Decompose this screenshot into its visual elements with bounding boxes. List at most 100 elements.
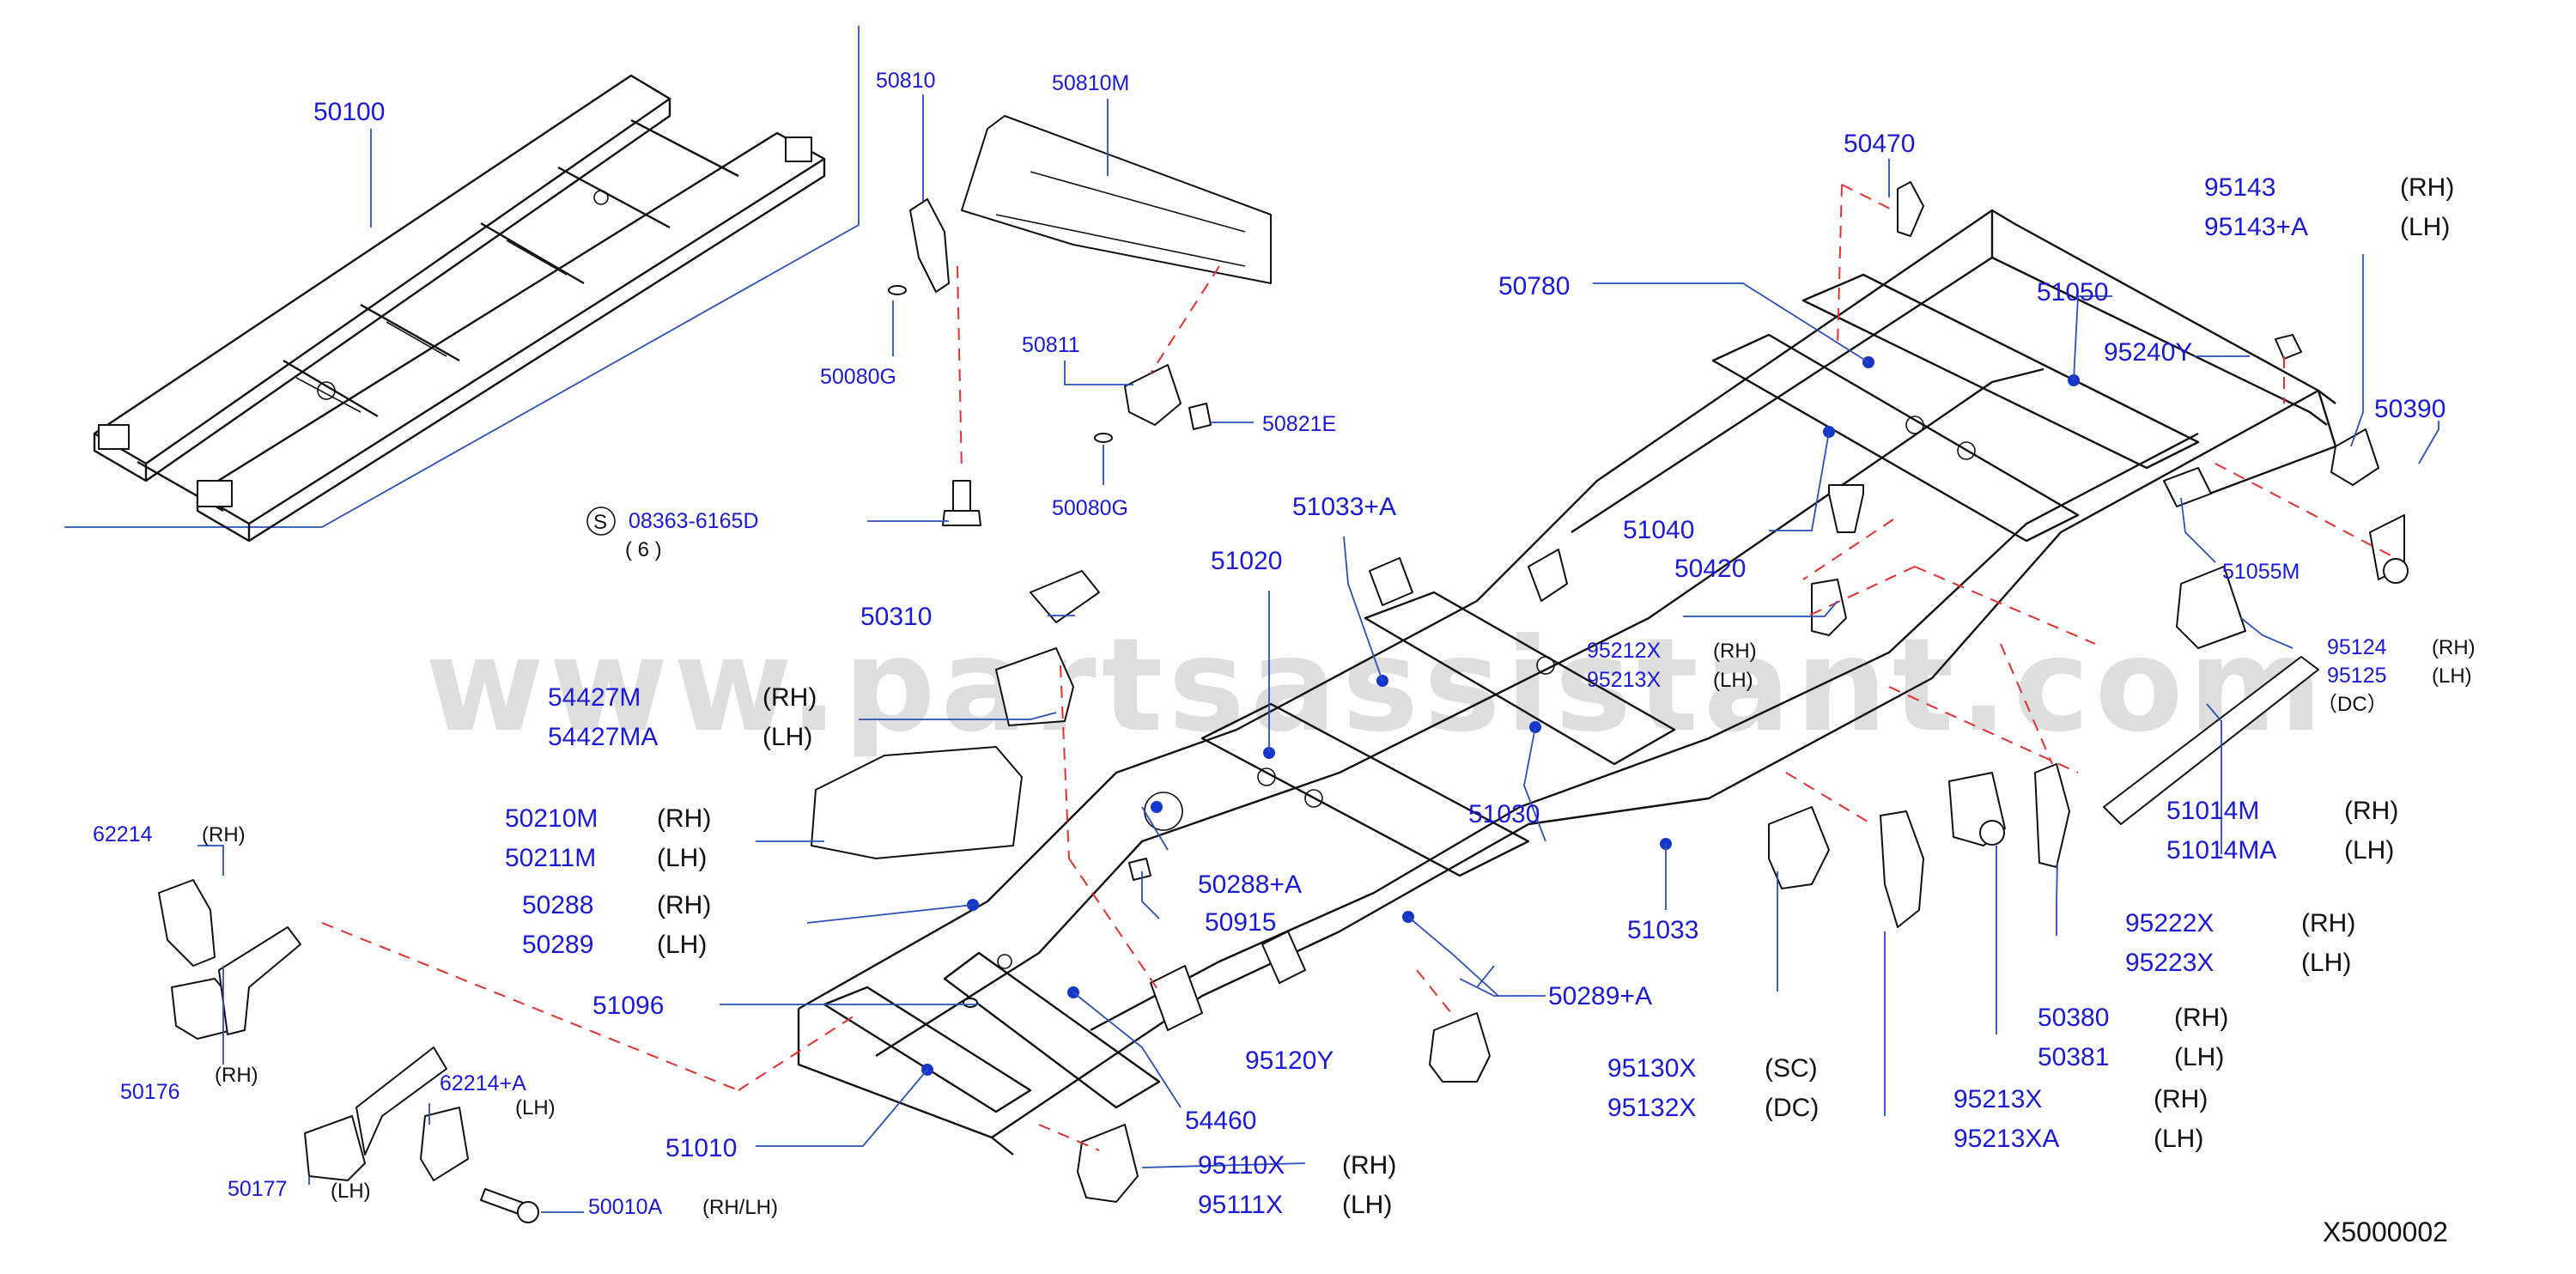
- inset-frame-drawing: [93, 74, 826, 543]
- separate-parts-drawing: [158, 181, 2409, 1223]
- part-label-95110X[interactable]: 95110X: [1198, 1151, 1285, 1180]
- part-label-95111X[interactable]: 95111X: [1198, 1191, 1283, 1219]
- part-label-50310[interactable]: 50310: [860, 603, 932, 631]
- side-label-50288: (RH): [657, 891, 711, 919]
- part-label-50176[interactable]: 50176: [120, 1080, 180, 1104]
- part-label-62214A[interactable]: 62214+A: [440, 1071, 526, 1095]
- side-label-95125-dc: （DC）: [2317, 693, 2388, 716]
- part-label-50010A[interactable]: 50010A: [588, 1195, 663, 1219]
- part-label-50288A[interactable]: 50288+A: [1198, 871, 1302, 899]
- dashed-lines-main: [321, 184, 2397, 1151]
- part-label-95223X[interactable]: 95223X: [2125, 949, 2214, 977]
- part-label-50381[interactable]: 50381: [2038, 1043, 2109, 1071]
- part-label-51040[interactable]: 51040: [1623, 516, 1694, 544]
- part-label-50211M[interactable]: 50211M: [505, 844, 596, 872]
- part-label-95125[interactable]: 95125: [2327, 664, 2387, 688]
- side-label-51014MA: (LH): [2344, 836, 2394, 864]
- part-label-95222X[interactable]: 95222X: [2125, 909, 2214, 937]
- part-label-50289[interactable]: 50289: [522, 931, 593, 959]
- part-label-95120Y[interactable]: 95120Y: [1245, 1046, 1334, 1075]
- diagram-reference-id: X5000002: [2323, 1216, 2448, 1247]
- skid-plate-drawing: [888, 115, 1272, 526]
- inset-separator-line: [64, 26, 860, 528]
- part-label-51033A[interactable]: 51033+A: [1292, 493, 1396, 521]
- side-label-95110X: (RH): [1342, 1151, 1396, 1180]
- side-label-50210M: (RH): [657, 804, 711, 833]
- side-label-54427MA: (LH): [762, 723, 812, 751]
- part-label-50780[interactable]: 50780: [1498, 272, 1570, 300]
- part-label-95124[interactable]: 95124: [2327, 635, 2387, 659]
- part-label-95213X-b[interactable]: 95213X: [1953, 1085, 2042, 1113]
- part-label-50470[interactable]: 50470: [1844, 130, 1915, 158]
- side-label-95223X: (LH): [2301, 949, 2351, 977]
- part-label-95212X[interactable]: 95212X: [1587, 639, 1662, 663]
- side-label-50010A: (RH/LH): [702, 1196, 778, 1219]
- side-label-95213XA: (LH): [2154, 1125, 2203, 1153]
- part-label-51055M[interactable]: 51055M: [2222, 560, 2300, 584]
- part-label-51050[interactable]: 51050: [2037, 278, 2108, 306]
- part-label-50811[interactable]: 50811: [1022, 333, 1080, 357]
- part-label-95143[interactable]: 95143: [2204, 173, 2275, 202]
- part-label-50810[interactable]: 50810: [876, 69, 936, 93]
- part-label-50288[interactable]: 50288: [522, 891, 593, 919]
- part-label-50810M[interactable]: 50810M: [1052, 71, 1129, 95]
- side-label-54427M: (RH): [762, 683, 817, 712]
- part-label-54427MA[interactable]: 54427MA: [548, 723, 658, 751]
- dashed-50810: [957, 265, 963, 473]
- part-label-50390[interactable]: 50390: [2374, 395, 2445, 423]
- side-label-95124: (RH): [2432, 636, 2476, 659]
- side-label-95132X: (DC): [1765, 1094, 1819, 1122]
- side-label-50289: (LH): [657, 931, 707, 959]
- side-label-95130X: (SC): [1765, 1054, 1818, 1083]
- part-label-50821E[interactable]: 50821E: [1262, 412, 1336, 436]
- part-label-51014M[interactable]: 51014M: [2166, 797, 2259, 825]
- part-label-54460[interactable]: 54460: [1185, 1107, 1256, 1135]
- part-label-51096[interactable]: 51096: [592, 992, 664, 1020]
- side-label-95213X-a: (LH): [1713, 669, 1753, 692]
- part-label-50210M[interactable]: 50210M: [505, 804, 598, 833]
- side-label-95222X: (RH): [2301, 909, 2355, 937]
- part-label-62214[interactable]: 62214: [93, 822, 153, 846]
- part-label-50420[interactable]: 50420: [1674, 555, 1746, 583]
- side-label-62214: (RH): [202, 823, 246, 846]
- side-label-95111X: (LH): [1342, 1191, 1392, 1219]
- part-label-50380[interactable]: 50380: [2038, 1004, 2109, 1032]
- side-label-95143A: (LH): [2400, 213, 2450, 241]
- side-label-51014M: (RH): [2344, 797, 2398, 825]
- watermark-text: www.partsassistant.com: [425, 611, 2328, 761]
- part-label-08363-6165D[interactable]: 08363-6165D: [629, 509, 759, 533]
- part-label-95240Y[interactable]: 95240Y: [2104, 338, 2192, 367]
- main-frame-drawing: [797, 209, 2337, 1156]
- s-symbol-circle: [586, 507, 616, 536]
- part-label-50080G-b[interactable]: 50080G: [1052, 496, 1128, 520]
- side-label-50381: (LH): [2174, 1043, 2224, 1071]
- side-label-95143: (RH): [2400, 173, 2454, 202]
- side-label-95213X-b: (RH): [2154, 1085, 2208, 1113]
- part-label-51010[interactable]: 51010: [665, 1134, 737, 1162]
- side-label-95212X: (RH): [1713, 640, 1757, 663]
- part-qty-08363: ( 6 ): [625, 538, 662, 561]
- side-label-50177: (LH): [331, 1180, 371, 1203]
- part-label-51033[interactable]: 51033: [1627, 916, 1698, 944]
- part-label-50100[interactable]: 50100: [313, 98, 385, 126]
- part-label-50289A[interactable]: 50289+A: [1548, 982, 1652, 1010]
- part-label-51030[interactable]: 51030: [1468, 800, 1540, 828]
- part-label-95213X-a[interactable]: 95213X: [1587, 668, 1662, 692]
- part-label-95130X[interactable]: 95130X: [1607, 1054, 1696, 1083]
- dashed-50811: [1150, 265, 1220, 374]
- side-label-62214A: (LH): [515, 1096, 556, 1119]
- part-label-51020[interactable]: 51020: [1211, 547, 1282, 575]
- leader-lines-main: [197, 159, 2439, 1213]
- part-label-51014MA[interactable]: 51014MA: [2166, 836, 2276, 864]
- part-label-54427M[interactable]: 54427M: [548, 683, 641, 712]
- part-label-50177[interactable]: 50177: [228, 1177, 288, 1201]
- part-label-95143A[interactable]: 95143+A: [2204, 213, 2308, 241]
- part-label-50915[interactable]: 50915: [1205, 908, 1276, 937]
- side-label-50380: (RH): [2174, 1004, 2228, 1032]
- part-label-95132X[interactable]: 95132X: [1607, 1094, 1696, 1122]
- s-symbol-letter: S: [593, 511, 607, 534]
- side-label-50176: (RH): [215, 1064, 258, 1087]
- part-label-95213XA[interactable]: 95213XA: [1953, 1125, 2059, 1153]
- part-label-50080G-a[interactable]: 50080G: [820, 365, 896, 389]
